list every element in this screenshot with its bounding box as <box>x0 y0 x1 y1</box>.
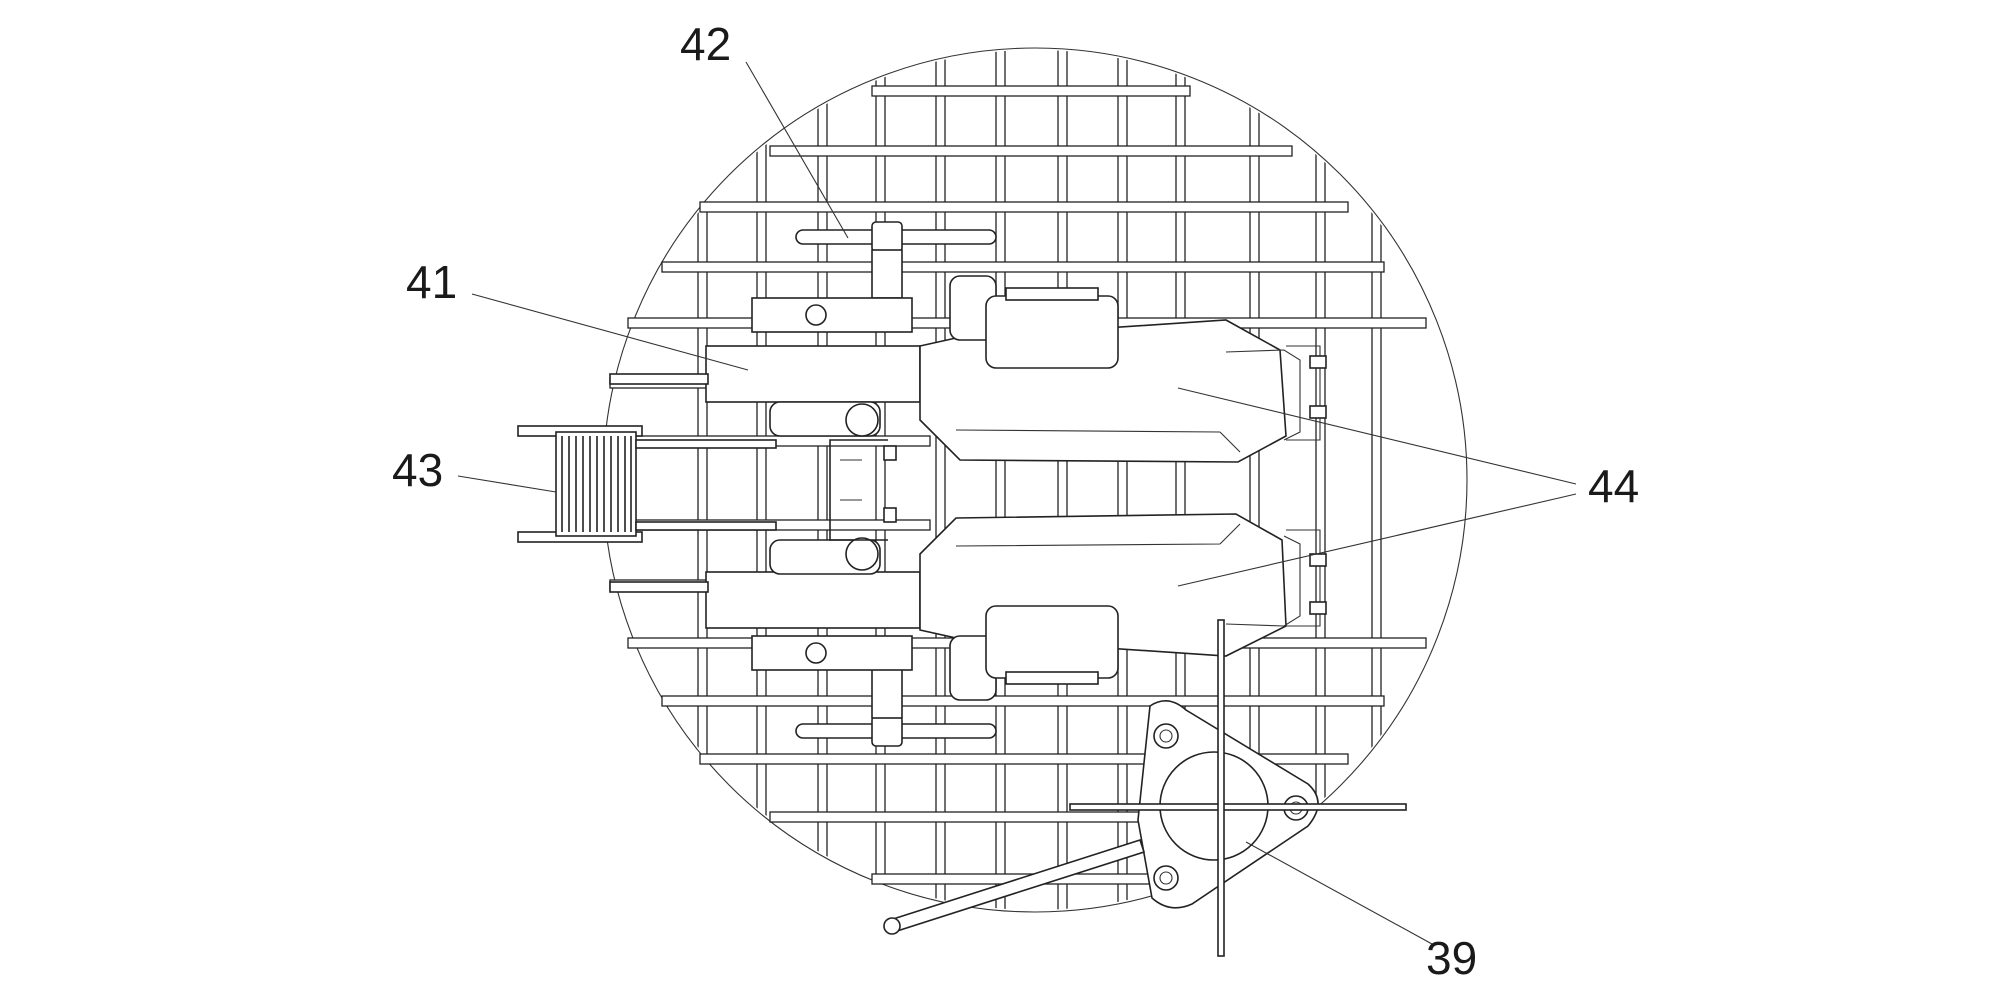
central-bracket <box>829 439 897 541</box>
label-43: 43 <box>392 444 443 496</box>
leader-lines <box>457 61 1577 945</box>
grid-vertical-bars <box>697 50 1382 910</box>
label-41: 41 <box>406 256 457 308</box>
motor-plate <box>883 619 1407 957</box>
fin-pack <box>517 425 777 543</box>
circular-base <box>602 47 1468 913</box>
label-39: 39 <box>1426 932 1477 984</box>
upper-drive-block <box>609 345 921 437</box>
lower-handwheel <box>751 635 997 747</box>
grid-horizontal-bars <box>599 85 1427 885</box>
upper-handwheel <box>751 221 997 333</box>
lower-drive-block <box>609 537 921 629</box>
upper-clamp-jaw <box>919 275 1327 463</box>
lower-clamp-jaw <box>919 513 1327 701</box>
label-42: 42 <box>680 18 731 70</box>
label-44: 44 <box>1588 460 1639 512</box>
